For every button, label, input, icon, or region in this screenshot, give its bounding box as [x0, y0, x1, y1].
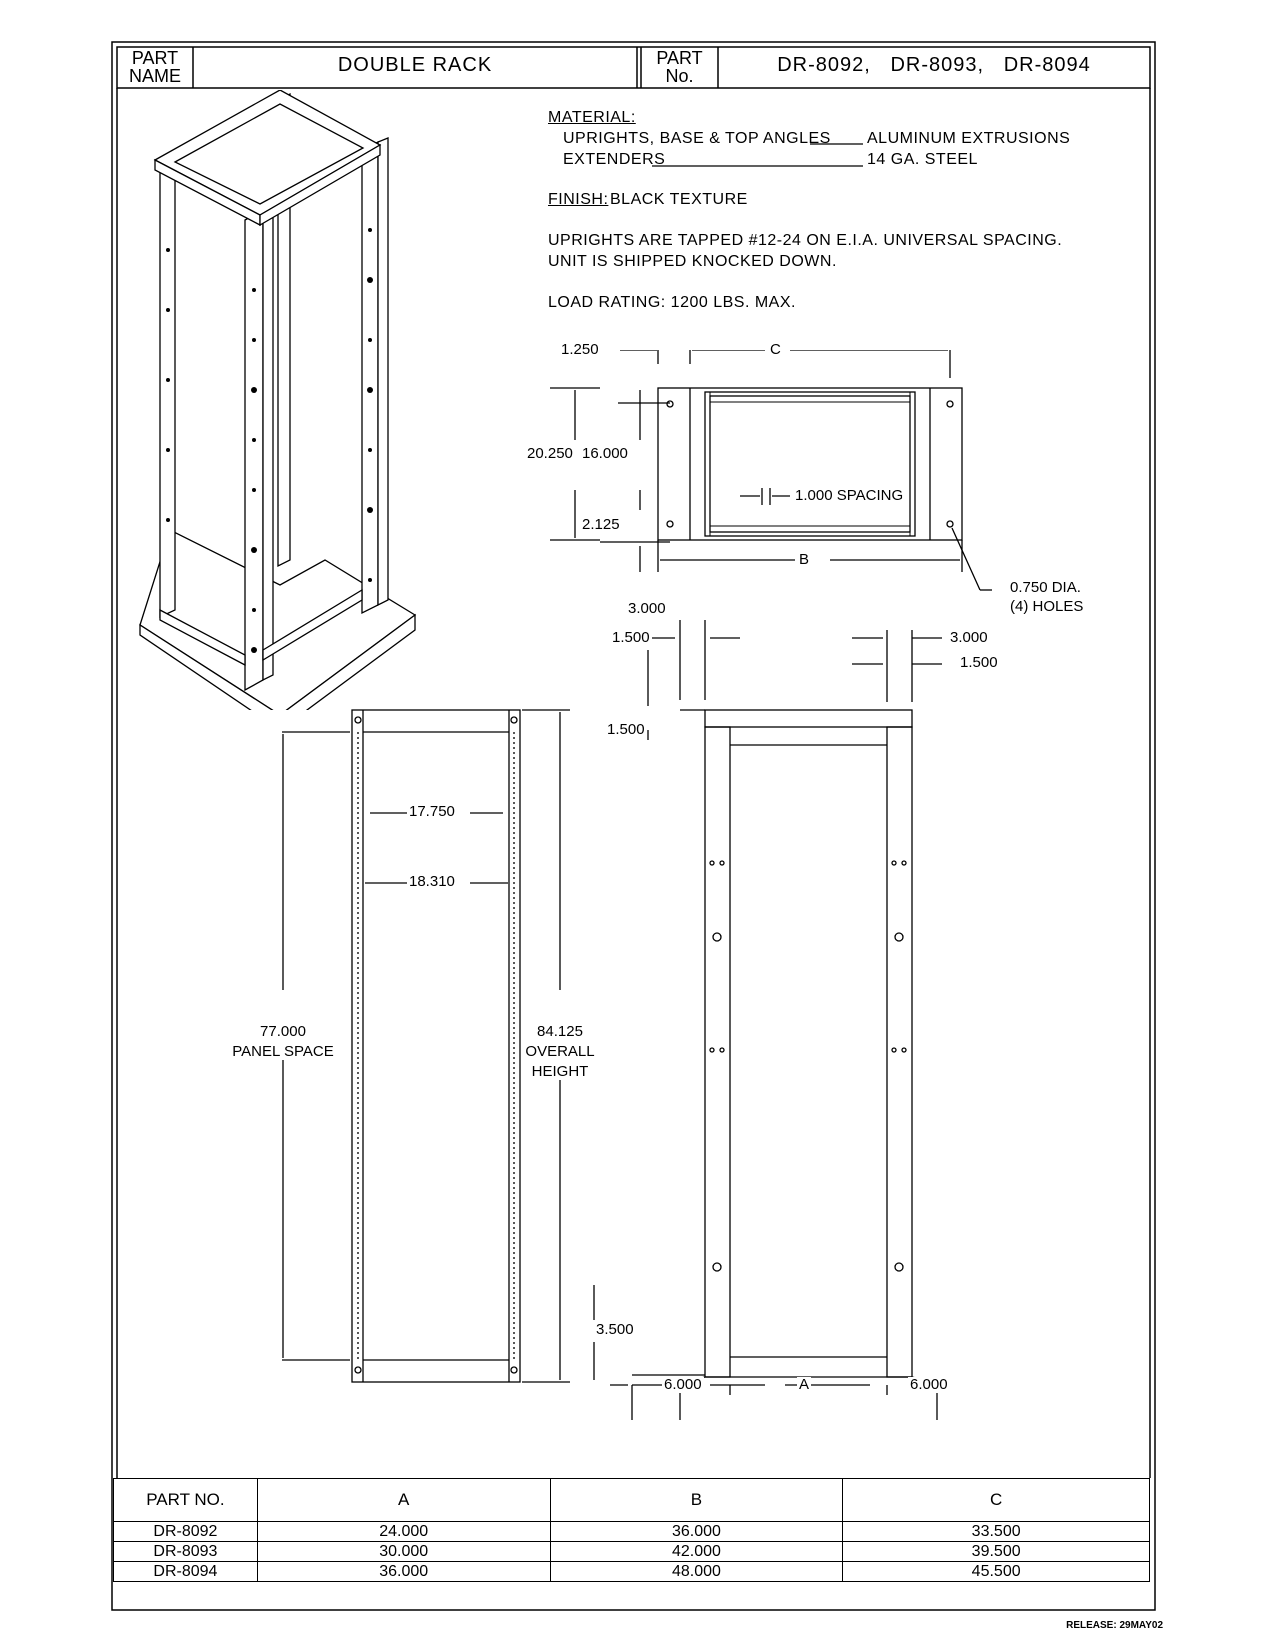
top-plan-view	[550, 350, 992, 591]
dim-6000-right: 6.000	[908, 1376, 950, 1393]
table-cell: DR-8092	[113, 1521, 258, 1542]
table-cell: 36.000	[256, 1561, 551, 1582]
parts-dimension-table: PART NO. A B C DR-8092 24.000 36.000 33.…	[113, 1478, 1150, 1582]
dim-3000-right: 3.000	[948, 629, 990, 646]
holes-count: (4) HOLES	[1008, 598, 1086, 615]
isometric-rack-view	[139, 90, 417, 710]
table-row: DR-8093 30.000 42.000 39.500	[113, 1541, 1150, 1562]
dim-6000-left: 6.000	[662, 1376, 704, 1393]
material-heading: MATERIAL:	[548, 109, 636, 126]
dim-20250: 20.250	[525, 445, 575, 462]
load-rating: LOAD RATING: 1200 LBS. MAX.	[548, 294, 796, 311]
dim-C: C	[768, 341, 783, 358]
dim-3500: 3.500	[594, 1321, 636, 1338]
table-row: DR-8092 24.000 36.000 33.500	[113, 1521, 1150, 1542]
overall-height-value: 84.125	[535, 1023, 585, 1040]
dim-16000: 16.000	[580, 445, 630, 462]
overall-height-label2: HEIGHT	[529, 1063, 591, 1080]
dim-1500-left: 1.500	[610, 629, 652, 646]
table-row: DR-8094 36.000 48.000 45.500	[113, 1561, 1150, 1582]
table-header-cell: B	[549, 1478, 844, 1522]
table-cell: 45.500	[842, 1561, 1150, 1582]
material-line2-value: 14 GA. STEEL	[867, 151, 978, 168]
table-header-row: PART NO. A B C	[113, 1478, 1150, 1522]
front-elevation-view	[282, 709, 570, 1383]
material-line2-label: EXTENDERS	[563, 151, 666, 168]
dim-spacing: 1.000 SPACING	[793, 487, 906, 504]
overall-height-label1: OVERALL	[523, 1043, 597, 1060]
dim-A: A	[797, 1376, 812, 1393]
dim-B: B	[797, 551, 812, 568]
finish-heading: FINISH:	[548, 191, 609, 208]
tapped-note-line2: UNIT IS SHIPPED KNOCKED DOWN.	[548, 253, 837, 270]
dim-1250: 1.250	[559, 341, 601, 358]
material-line1-value: ALUMINUM EXTRUSIONS	[867, 130, 1071, 147]
part-no-label: PART No.	[656, 48, 703, 86]
table-cell: 30.000	[256, 1541, 551, 1562]
finish-value: BLACK TEXTURE	[610, 191, 748, 208]
table-cell: 48.000	[549, 1561, 844, 1582]
holes-dia: 0.750 DIA.	[1008, 579, 1083, 596]
side-elevation-view	[593, 620, 950, 1420]
panel-space-label: PANEL SPACE	[230, 1043, 336, 1060]
part-no-value: DR-8092, DR-8093, DR-8094	[777, 54, 1091, 76]
dim-17750: 17.750	[407, 803, 457, 820]
table-cell: DR-8094	[113, 1561, 258, 1582]
table-header-cell: C	[842, 1478, 1150, 1522]
tapped-note-line1: UPRIGHTS ARE TAPPED #12-24 ON E.I.A. UNI…	[548, 232, 1063, 249]
dim-18310: 18.310	[407, 873, 457, 890]
leader-lines	[652, 143, 863, 167]
table-cell: DR-8093	[113, 1541, 258, 1562]
dim-3000-top: 3.000	[626, 600, 668, 617]
part-name-value: DOUBLE RACK	[337, 54, 493, 76]
table-cell: 39.500	[842, 1541, 1150, 1562]
table-cell: 36.000	[549, 1521, 844, 1542]
release-date: RELEASE: 29MAY02	[1066, 1620, 1163, 1631]
table-cell: 42.000	[549, 1541, 844, 1562]
dim-2125: 2.125	[580, 516, 622, 533]
table-cell: 33.500	[842, 1521, 1150, 1542]
dim-1500-vert: 1.500	[605, 721, 647, 738]
table-header-cell: PART NO.	[113, 1478, 258, 1522]
table-header-cell: A	[256, 1478, 551, 1522]
table-cell: 24.000	[256, 1521, 551, 1542]
panel-space-value: 77.000	[258, 1023, 308, 1040]
material-line1-label: UPRIGHTS, BASE & TOP ANGLES	[563, 130, 831, 147]
dim-1500-right: 1.500	[958, 654, 1000, 671]
part-name-label: PART NAME	[128, 48, 181, 86]
